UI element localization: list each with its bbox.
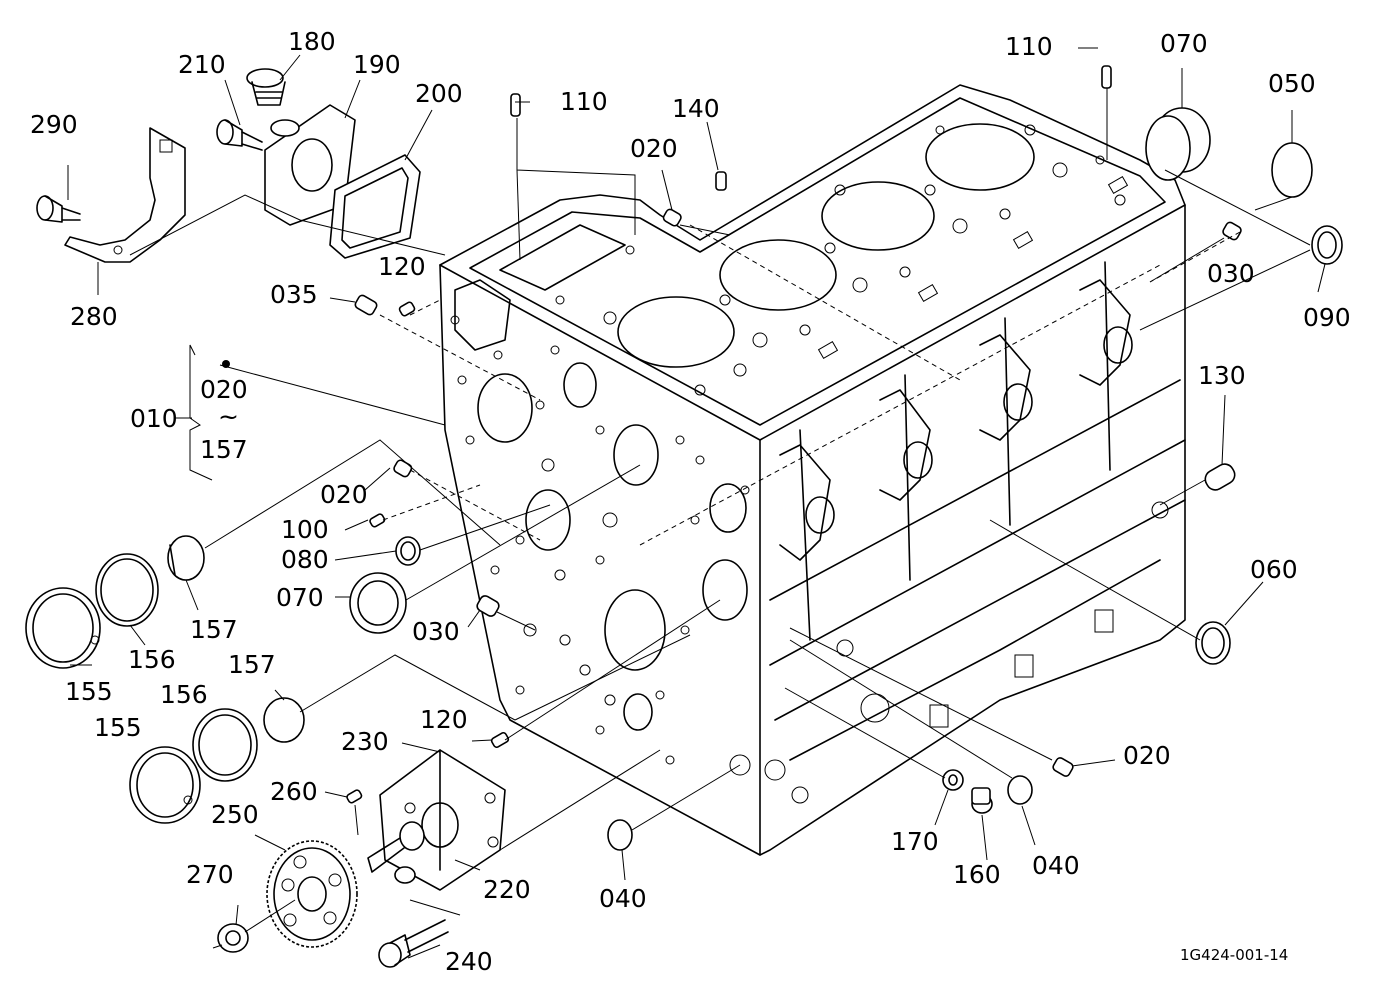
seal-080 bbox=[395, 536, 421, 566]
callout-c156b: 156 bbox=[160, 680, 208, 709]
cylinder-bore-1 bbox=[617, 296, 735, 368]
deck-holes bbox=[555, 124, 1129, 396]
callout-c030b: 030 bbox=[412, 617, 460, 646]
plug-020-lower bbox=[1052, 757, 1074, 777]
callout-c155a: 155 bbox=[65, 677, 113, 706]
plug-070-top bbox=[1145, 107, 1211, 181]
callout-c160: 160 bbox=[953, 860, 1001, 889]
callout-c070b: 070 bbox=[276, 583, 324, 612]
bush-157-upper bbox=[167, 535, 205, 581]
group-label-main: 010 bbox=[130, 404, 178, 433]
seal-070-left bbox=[349, 572, 407, 634]
callout-c020b: 020 bbox=[320, 480, 368, 509]
bush-155-lower bbox=[129, 746, 201, 824]
bolt-240 bbox=[378, 919, 449, 968]
callout-c280: 280 bbox=[70, 302, 118, 331]
bolt-290 bbox=[36, 195, 81, 223]
pin-110-right bbox=[1101, 65, 1112, 89]
callout-c020a: 020 bbox=[630, 134, 678, 163]
callout-c130: 130 bbox=[1198, 361, 1246, 390]
plug-020-left bbox=[393, 459, 413, 478]
pin-120-lower bbox=[490, 731, 510, 749]
callout-c156a: 156 bbox=[128, 645, 176, 674]
bolt-160 bbox=[971, 787, 993, 814]
seal-090 bbox=[1311, 225, 1343, 265]
callout-c290: 290 bbox=[30, 110, 78, 139]
oil-pump-assembly bbox=[367, 749, 506, 891]
callout-c250: 250 bbox=[211, 800, 259, 829]
callout-c157b: 157 bbox=[228, 650, 276, 679]
camshaft-bore bbox=[477, 373, 533, 443]
plug-040-right bbox=[1007, 775, 1033, 805]
callout-c030a: 030 bbox=[1207, 259, 1255, 288]
cap-180 bbox=[246, 68, 286, 106]
bush-130 bbox=[1204, 463, 1236, 491]
pin-260 bbox=[346, 789, 363, 804]
leader-lines bbox=[67, 47, 1326, 959]
callout-c140: 140 bbox=[672, 94, 720, 123]
group-marker-dot bbox=[222, 360, 230, 368]
callout-c070a: 070 bbox=[1160, 29, 1208, 58]
cylinder-block bbox=[439, 84, 1186, 856]
bolt-210 bbox=[216, 119, 263, 151]
pin-100 bbox=[369, 513, 386, 528]
callout-c157a: 157 bbox=[190, 615, 238, 644]
plug-040-left bbox=[607, 819, 633, 851]
callout-c200: 200 bbox=[415, 79, 463, 108]
pin-110-left bbox=[510, 93, 521, 117]
bush-155-upper bbox=[25, 587, 101, 669]
callout-c270: 270 bbox=[186, 860, 234, 889]
group-label-tilde: ~ bbox=[218, 402, 239, 431]
side-ribs bbox=[764, 261, 1186, 804]
callout-c110b: 110 bbox=[1005, 32, 1053, 61]
pin-140 bbox=[715, 171, 727, 191]
plug-030-right bbox=[1222, 221, 1242, 241]
callout-c240: 240 bbox=[445, 947, 493, 976]
callout-c155b: 155 bbox=[94, 713, 142, 742]
bush-156-lower bbox=[192, 708, 258, 782]
front-face-holes bbox=[450, 315, 751, 776]
plug-035 bbox=[354, 294, 378, 316]
callout-c190: 190 bbox=[353, 50, 401, 79]
bracket-280 bbox=[64, 127, 186, 263]
block-outline bbox=[439, 84, 1186, 856]
callout-c040b: 040 bbox=[1032, 851, 1080, 880]
callout-c080: 080 bbox=[281, 545, 329, 574]
nut-270 bbox=[217, 923, 249, 953]
plug-050 bbox=[1271, 142, 1313, 198]
callout-c050: 050 bbox=[1268, 69, 1316, 98]
group-label-from: 020 bbox=[200, 375, 248, 404]
washer-170 bbox=[942, 769, 964, 791]
pin-120-top bbox=[398, 301, 416, 317]
callout-c120a: 120 bbox=[378, 252, 426, 281]
callout-c020c: 020 bbox=[1123, 741, 1171, 770]
callout-c180: 180 bbox=[288, 27, 336, 56]
callout-c060: 060 bbox=[1250, 555, 1298, 584]
group-label-to: 157 bbox=[200, 435, 248, 464]
callout-c170: 170 bbox=[891, 827, 939, 856]
callout-c220: 220 bbox=[483, 875, 531, 904]
callout-c040a: 040 bbox=[599, 884, 647, 913]
seal-060 bbox=[1195, 621, 1231, 665]
bush-156-upper bbox=[95, 553, 159, 627]
cylinder-bore-2 bbox=[719, 239, 837, 311]
callout-c210: 210 bbox=[178, 50, 226, 79]
callout-c100: 100 bbox=[281, 515, 329, 544]
gear-250 bbox=[266, 840, 358, 948]
plug-030-left bbox=[476, 595, 500, 617]
callout-labels: 290 210 180 190 200 280 110 140 020 110 070 050 030 0… bbox=[30, 27, 1351, 976]
callout-c230: 230 bbox=[341, 727, 389, 756]
cylinder-bore-4 bbox=[925, 123, 1035, 191]
callout-c035: 035 bbox=[270, 280, 318, 309]
callout-c110a: 110 bbox=[560, 87, 608, 116]
bush-157-lower bbox=[263, 697, 305, 743]
plug-020-top bbox=[662, 208, 682, 227]
callout-c120b: 120 bbox=[420, 705, 468, 734]
cylinder-bore-3 bbox=[821, 181, 935, 251]
reference-code: 1G424-001-14 bbox=[1180, 946, 1288, 964]
callout-c260: 260 bbox=[270, 777, 318, 806]
callout-c090: 090 bbox=[1303, 303, 1351, 332]
